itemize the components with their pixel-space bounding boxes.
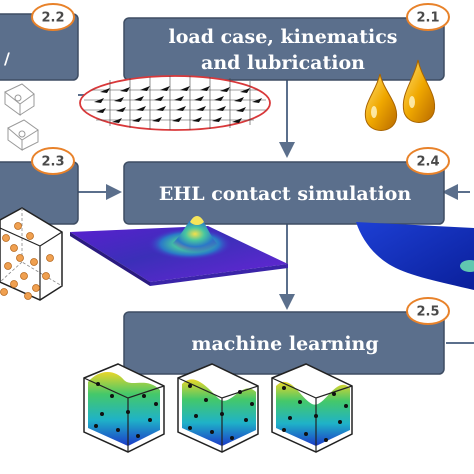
svg-text:2.1: 2.1 bbox=[416, 11, 439, 26]
svg-text:2.5: 2.5 bbox=[416, 305, 439, 320]
svg-text:2.2: 2.2 bbox=[41, 11, 64, 26]
box-2-1-load-case: load case, kinematics and lubrication bbox=[123, 17, 445, 81]
sample-cube-plot bbox=[0, 207, 63, 301]
badge-2-2: 2.2 bbox=[31, 3, 75, 31]
badge-2-1: 2.1 bbox=[406, 3, 450, 31]
pressure-surface-plot bbox=[70, 215, 288, 286]
box-2-5-ml: machine learning bbox=[123, 311, 445, 375]
load-case-line1: load case, kinematics bbox=[169, 26, 398, 48]
ehl-label: EHL contact simulation bbox=[159, 183, 412, 205]
surrogate-cube-2 bbox=[177, 363, 259, 453]
svg-text:/: / bbox=[4, 49, 10, 68]
ml-label: machine learning bbox=[191, 333, 378, 355]
svg-text:2.3: 2.3 bbox=[41, 155, 64, 170]
surrogate-cube-1 bbox=[83, 363, 165, 453]
badge-2-5: 2.5 bbox=[406, 297, 450, 325]
contact-ellipse bbox=[79, 75, 271, 131]
box-2-4-ehl: EHL contact simulation bbox=[123, 161, 445, 225]
wireframe-sketch bbox=[4, 83, 39, 151]
svg-text:2.4: 2.4 bbox=[416, 155, 439, 170]
film-thickness-plot bbox=[356, 222, 474, 290]
load-case-line2: and lubrication bbox=[201, 52, 365, 74]
oil-drops-icon bbox=[364, 59, 436, 131]
badge-2-4: 2.4 bbox=[406, 147, 450, 175]
surrogate-cube-3 bbox=[271, 363, 353, 453]
badge-2-3: 2.3 bbox=[31, 147, 75, 175]
